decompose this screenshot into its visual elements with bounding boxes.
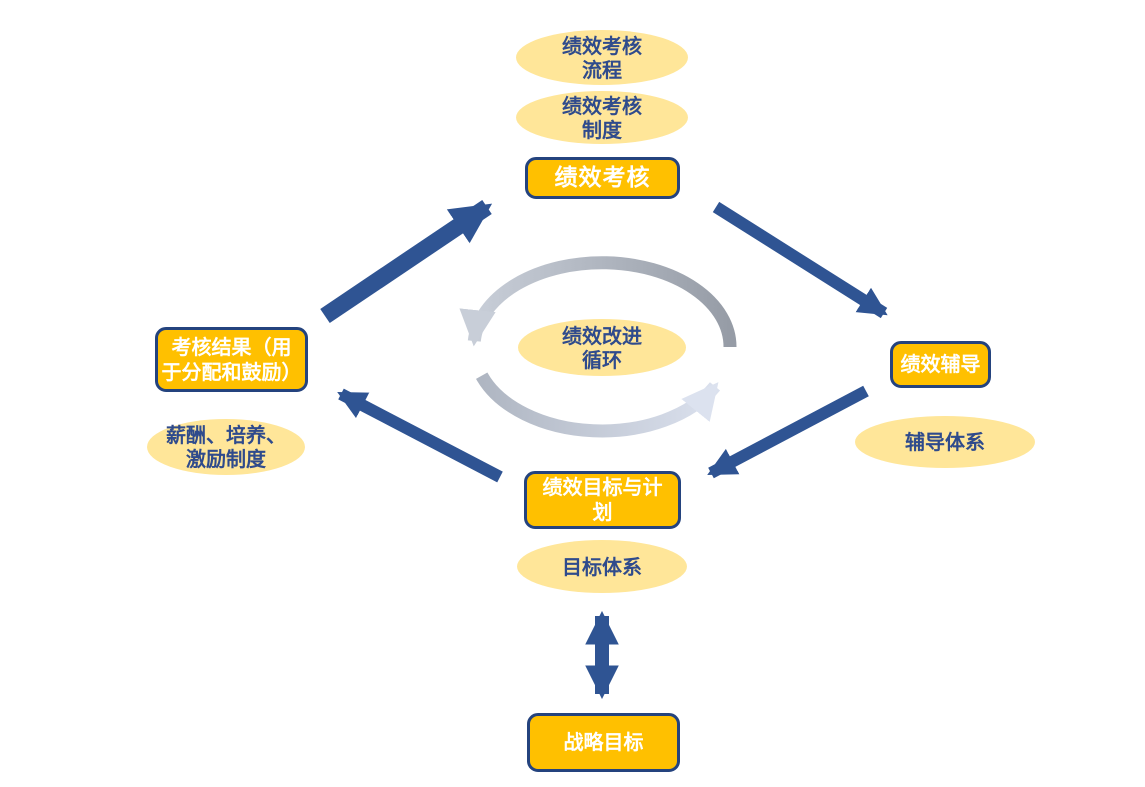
ellipse-goal-system: 目标体系 — [517, 540, 687, 593]
assessment-process-label: 绩效考核 流程 — [562, 33, 642, 82]
arrow-coaching-to-goals — [707, 385, 869, 479]
ellipse-improvement-cycle: 绩效改进 循环 — [518, 319, 686, 376]
cycle-arrow-bottom — [476, 372, 721, 438]
strategy-label: 战略目标 — [563, 730, 644, 754]
coaching-system-label: 辅导体系 — [905, 430, 985, 454]
improvement-cycle-label: 绩效改进 循环 — [562, 323, 642, 372]
assessment-system-label: 绩效考核 制度 — [562, 93, 642, 142]
box-strategy: 战略目标 — [527, 713, 680, 772]
cycle-arrow-top — [459, 256, 737, 348]
coaching-label: 绩效辅导 — [900, 352, 981, 376]
ellipse-coaching-system: 辅导体系 — [855, 416, 1035, 468]
box-results: 考核结果（用 于分配和鼓励） — [155, 327, 308, 392]
box-assessment: 绩效考核 — [525, 157, 680, 199]
ellipse-assessment-system: 绩效考核 制度 — [516, 91, 688, 144]
goals-plan-label: 绩效目标与计 划 — [542, 475, 663, 524]
box-goals-plan: 绩效目标与计 划 — [524, 471, 681, 529]
results-label: 考核结果（用 于分配和鼓励） — [161, 334, 302, 384]
goal-system-label: 目标体系 — [562, 554, 642, 579]
assessment-label: 绩效考核 — [554, 164, 651, 191]
incentive-system-label: 薪酬、培养、 激励制度 — [166, 423, 286, 471]
ellipse-incentive-system: 薪酬、培养、 激励制度 — [147, 419, 305, 475]
arrow-results-to-assessment — [320, 199, 493, 324]
arrow-assessment-to-coaching — [712, 201, 888, 319]
box-coaching: 绩效辅导 — [890, 341, 991, 388]
arrow-goals-to-results — [337, 388, 503, 483]
ellipse-assessment-process: 绩效考核 流程 — [516, 30, 688, 85]
